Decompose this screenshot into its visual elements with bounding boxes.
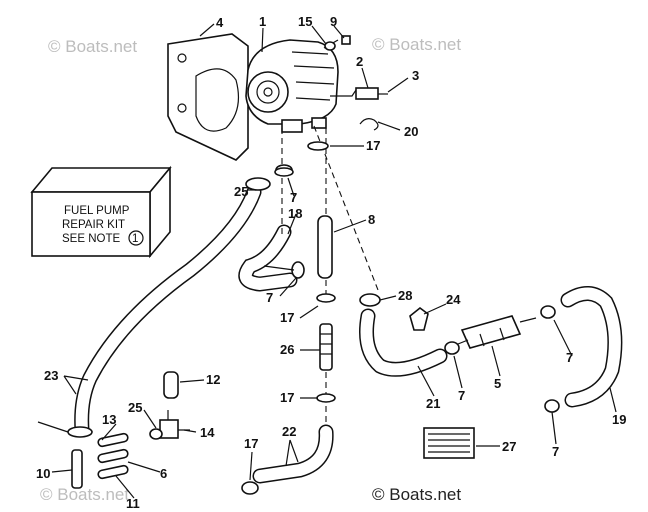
callout-label: 26 [280, 342, 294, 357]
kit-label-line: FUEL PUMP [64, 205, 130, 217]
leader-lines [37, 23, 617, 499]
callouts: 1 15 9 4 2 3 20 17 25 7 18 8 7 28 24 17 … [36, 14, 626, 511]
clip [359, 118, 379, 131]
hose-clamp [316, 393, 336, 403]
callout-label: 25 [234, 184, 248, 199]
fitting [163, 371, 179, 399]
fuel-pump-repair-kit-box: FUEL PUMP REPAIR KIT SEE NOTE 1 [30, 165, 172, 259]
callout-label: 6 [160, 466, 167, 481]
hose-segments [97, 432, 129, 480]
hose-clamp [316, 293, 336, 303]
hose-clamp [544, 399, 560, 413]
fuel-hose [74, 184, 262, 438]
callout-label: 19 [612, 412, 626, 427]
callout-label: 17 [280, 390, 294, 405]
callout-label: 3 [412, 68, 419, 83]
hose-clamp [444, 341, 460, 355]
fuel-pump [245, 39, 357, 133]
callout-label: 7 [458, 388, 465, 403]
callout-label: 13 [102, 412, 116, 427]
callout-label: 7 [552, 444, 559, 459]
mounting-bracket [167, 33, 249, 161]
kit-label-line: SEE NOTE [62, 233, 120, 245]
callout-label: 24 [446, 292, 461, 307]
bracket [409, 306, 429, 331]
callout-label: 1 [259, 14, 266, 29]
callout-label: 18 [288, 206, 302, 221]
callout-label: 14 [200, 425, 215, 440]
callout-label: 22 [282, 424, 296, 439]
callout-label: 8 [368, 212, 375, 227]
valve [159, 410, 190, 439]
hose-clamp [359, 293, 381, 307]
washer [324, 41, 336, 51]
hose-clamp [540, 305, 556, 319]
callout-label: 9 [330, 14, 337, 29]
hose-clamp [149, 428, 163, 440]
hose-clamp [274, 167, 294, 177]
callout-label: 17 [244, 436, 258, 451]
callout-label: 25 [128, 400, 142, 415]
callout-label: 10 [36, 466, 50, 481]
hose-clamp [241, 481, 259, 495]
callout-label: 12 [206, 372, 220, 387]
bottom-hose [252, 424, 334, 484]
fuel-filter [457, 315, 537, 349]
fitting [355, 87, 388, 100]
hose-clamp [67, 426, 93, 438]
kit-label-line: REPAIR KIT [62, 219, 125, 231]
kit-note-number: 1 [132, 233, 138, 245]
callout-label: 17 [280, 310, 294, 325]
callout-label: 28 [398, 288, 412, 303]
fuel-tube [317, 215, 333, 279]
hose-clamp [307, 141, 329, 151]
large-u-hose [560, 286, 623, 408]
u-hose [359, 308, 448, 377]
decal-label [423, 427, 475, 459]
inline-connector [319, 323, 333, 371]
callout-label: 11 [126, 496, 140, 511]
callout-label: 21 [426, 396, 440, 411]
callout-label: 7 [566, 350, 573, 365]
watermark: © Boats.net [372, 35, 461, 54]
callout-label: 27 [502, 439, 516, 454]
callout-label: 20 [404, 124, 418, 139]
elbow-hose [238, 224, 298, 292]
callout-label: 7 [290, 190, 297, 205]
callout-label: 5 [494, 376, 501, 391]
callout-label: 15 [298, 14, 312, 29]
watermark: © Boats.net [40, 485, 129, 504]
callout-label: 17 [366, 138, 380, 153]
watermark: © Boats.net [48, 37, 137, 56]
hose-clamp [245, 177, 271, 191]
callout-label: 7 [266, 290, 273, 305]
callout-label: 4 [216, 15, 224, 30]
fuel-line-fitting [71, 449, 83, 489]
callout-label: 2 [356, 54, 363, 69]
watermark: © Boats.net [372, 485, 461, 504]
callout-label: 23 [44, 368, 58, 383]
